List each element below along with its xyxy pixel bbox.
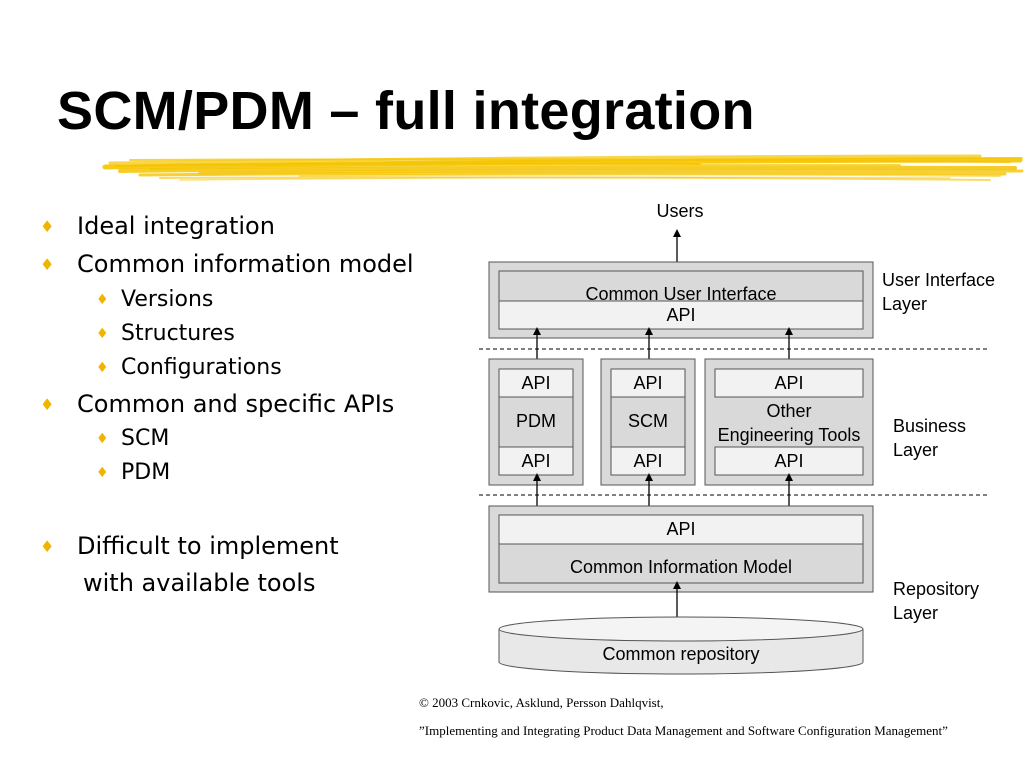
scm-label: SCM	[628, 411, 668, 431]
repository-layer-label-line2: Layer	[893, 603, 938, 623]
slide-title: SCM/PDM – full integration	[57, 81, 755, 141]
common-repository-label: Common repository	[602, 644, 759, 664]
brush-stroke	[115, 162, 701, 167]
diamond-bullet-icon: ♦	[96, 431, 109, 447]
repository-layer-label-line1: Repository	[893, 579, 979, 599]
other-top-api-box	[714, 368, 864, 398]
diamond-bullet-icon: ♦	[96, 360, 109, 376]
brush-stroke	[108, 154, 982, 165]
pdm-top-api-box	[498, 368, 574, 398]
ui-api-label: API	[666, 305, 695, 325]
repo-api-label: API	[666, 519, 695, 539]
repo-api-box	[498, 514, 864, 545]
users-label: Users	[656, 201, 703, 221]
brush-stroke	[129, 158, 1011, 163]
pdm-bottom-api-box	[498, 446, 574, 476]
brush-stroke	[138, 171, 1007, 177]
common-information-model-label: Common Information Model	[570, 557, 792, 577]
diamond-bullet-icon: ♦	[40, 217, 55, 236]
pdm-label: PDM	[516, 411, 556, 431]
common-information-model-box	[498, 543, 864, 584]
scm-bottom-api-label: API	[633, 451, 662, 471]
business-layer-label-line1: Business	[893, 416, 966, 436]
scm-top-api-label: API	[633, 373, 662, 393]
brush-stroke	[198, 168, 1024, 175]
other-bottom-api-box	[714, 446, 864, 476]
other-bottom-api-label: API	[774, 451, 803, 471]
other-tools-label-line2: Engineering Tools	[718, 425, 861, 445]
brush-stroke	[299, 173, 1001, 177]
brush-stroke	[179, 176, 951, 181]
title-underline-brush	[102, 154, 1024, 181]
pdm-bottom-api-label: API	[521, 451, 550, 471]
common-user-interface-label: Common User Interface	[585, 284, 776, 304]
scm-top-api-box	[610, 368, 686, 398]
diamond-bullet-icon: ♦	[40, 537, 55, 556]
diamond-bullet-icon: ♦	[96, 292, 109, 308]
business-layer-label-line2: Layer	[893, 440, 938, 460]
diamond-bullet-icon: ♦	[40, 395, 55, 414]
brush-stroke	[149, 163, 901, 170]
copyright-line: © 2003 Crnkovic, Asklund, Persson Dahlqv…	[419, 695, 664, 710]
ui-api-box	[498, 300, 864, 330]
pdm-top-api-label: API	[521, 373, 550, 393]
other-top-api-label: API	[774, 373, 803, 393]
ui-layer-label-line2: Layer	[882, 294, 927, 314]
brush-stroke	[118, 165, 1017, 173]
scm-bottom-api-box	[610, 446, 686, 476]
pdm-core-box	[498, 396, 574, 448]
source-citation: ”Implementing and Integrating Product Da…	[419, 723, 948, 738]
ui-layer-label-line1: User Interface	[882, 270, 995, 290]
other-tools-label-line1: Other	[766, 401, 811, 421]
diamond-bullet-icon: ♦	[96, 465, 109, 481]
diamond-bullet-icon: ♦	[96, 326, 109, 342]
diamond-bullet-icon: ♦	[40, 255, 55, 274]
repository-cylinder-icon	[498, 616, 864, 675]
